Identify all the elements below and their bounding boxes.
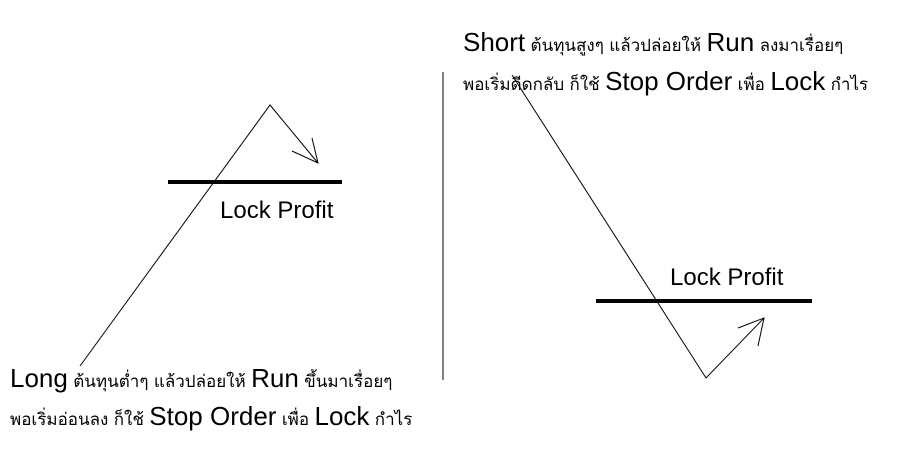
caption-thai-text: พอเริ่มดีดกลับ ก็ใช้ <box>463 75 606 95</box>
caption-thai-text: ขึ้นมาเรื่อยๆ <box>298 372 393 392</box>
short-caption-line2: พอเริ่มดีดกลับ ก็ใช้ Stop Order เพื่อ Lo… <box>463 68 868 94</box>
caption-thai-text: พอเริ่มอ่อนลง ก็ใช้ <box>10 410 150 430</box>
caption-thai-text: ต้นทุนสูงๆ แล้วปล่อยให้ <box>525 36 707 56</box>
caption-keyword: Run <box>251 363 299 393</box>
caption-keyword: Short <box>463 27 526 57</box>
caption-thai-text: เพื่อ <box>276 410 315 430</box>
short-lock-profit-label: Lock Profit <box>670 264 784 291</box>
short-price-path <box>511 74 765 379</box>
long-price-path <box>79 104 319 367</box>
caption-thai-text: กำไร <box>369 410 413 430</box>
caption-thai-text: กำไร <box>825 75 869 95</box>
caption-thai-text: เพื่อ <box>732 75 771 95</box>
caption-keyword: Lock <box>314 401 370 431</box>
caption-keyword: Long <box>10 363 68 393</box>
caption-keyword: Run <box>706 27 755 57</box>
caption-keyword: Stop Order <box>149 401 277 431</box>
long-lock-profit-label: Lock Profit <box>220 197 334 224</box>
caption-keyword: Lock <box>770 66 826 96</box>
long-caption-line2: พอเริ่มอ่อนลง ก็ใช้ Stop Order เพื่อ Loc… <box>10 403 412 429</box>
caption-thai-text: ลงมาเรื่อยๆ <box>754 36 844 56</box>
caption-thai-text: ต้นทุนต่ำๆ แล้วปล่อยให้ <box>67 372 252 392</box>
caption-keyword: Stop Order <box>605 66 733 96</box>
short-caption-line1: Short ต้นทุนสูงๆ แล้วปล่อยให้ Run ลงมาเร… <box>463 29 843 55</box>
long-caption-line1: Long ต้นทุนต่ำๆ แล้วปล่อยให้ Run ขึ้นมาเ… <box>10 365 392 391</box>
